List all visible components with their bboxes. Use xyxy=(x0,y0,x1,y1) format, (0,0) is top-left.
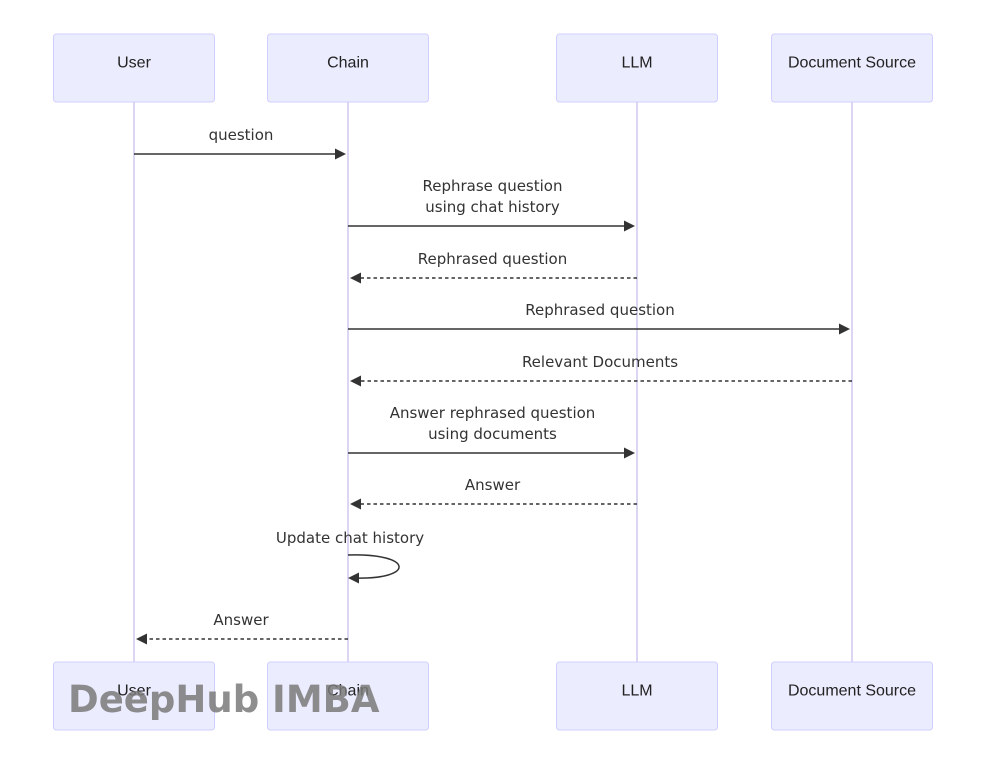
actor-box xyxy=(267,33,429,103)
actor-user-bottom: User xyxy=(53,661,215,731)
message-label: Answer xyxy=(465,476,521,494)
arrowhead-icon xyxy=(839,323,850,335)
message-label: using documents xyxy=(428,425,557,443)
message-1: question xyxy=(134,126,346,160)
actor-chain-bottom: Chain xyxy=(267,661,429,731)
lifelines xyxy=(133,102,853,662)
message-5: Relevant Documents xyxy=(350,353,852,387)
actor-label: Chain xyxy=(327,55,369,72)
actor-label: Document Source xyxy=(788,55,916,72)
message-6: Answer rephrased question using documents xyxy=(348,404,635,459)
actor-box xyxy=(771,33,933,103)
arrowhead-icon xyxy=(136,633,147,645)
message-8: Update chat history xyxy=(276,529,424,584)
actor-llm-bottom: LLM xyxy=(556,661,718,731)
watermark-text: DeepHub IMBA xyxy=(68,678,380,721)
message-label: Rephrased question xyxy=(418,250,568,268)
actor-llm-top: LLM xyxy=(556,33,718,103)
message-label: question xyxy=(209,126,274,144)
actor-label: LLM xyxy=(621,55,652,72)
actor-label: User xyxy=(117,55,151,72)
actor-chain-top: Chain xyxy=(267,33,429,103)
arrowhead-icon xyxy=(348,572,359,584)
message-7: Answer xyxy=(350,476,637,510)
arrowhead-icon xyxy=(350,498,361,510)
actor-label: Chain xyxy=(327,683,369,700)
message-label: using chat history xyxy=(425,198,560,216)
actor-box xyxy=(267,661,429,731)
actor-box xyxy=(556,661,718,731)
actor-user-top: User xyxy=(53,33,215,103)
actors-bottom: User Chain LLM Document Source xyxy=(53,661,933,731)
actor-box xyxy=(556,33,718,103)
message-label: Answer rephrased question xyxy=(390,404,596,422)
arrowhead-icon xyxy=(350,272,361,284)
message-label: Rephrase question xyxy=(423,177,563,195)
message-label: Rephrased question xyxy=(525,301,675,319)
actor-docs-top: Document Source xyxy=(771,33,933,103)
arrowhead-icon xyxy=(335,148,346,160)
message-4: Rephrased question xyxy=(348,301,850,335)
actor-label: LLM xyxy=(621,683,652,700)
actor-label: User xyxy=(117,683,151,700)
actor-box xyxy=(53,33,215,103)
arrowhead-icon xyxy=(624,447,635,459)
message-3: Rephrased question xyxy=(350,250,637,284)
message-label: Answer xyxy=(213,611,269,629)
message-9: Answer xyxy=(136,611,348,645)
actors-top: User Chain LLM Document Source xyxy=(53,33,933,103)
arrowhead-icon xyxy=(624,220,635,232)
message-2: Rephrase question using chat history xyxy=(348,177,635,232)
actor-box xyxy=(53,661,215,731)
message-label: Update chat history xyxy=(276,529,424,547)
message-line xyxy=(347,554,400,579)
actor-docs-bottom: Document Source xyxy=(771,661,933,731)
actor-label: Document Source xyxy=(788,683,916,700)
actor-box xyxy=(771,661,933,731)
message-label: Relevant Documents xyxy=(522,353,678,371)
arrowhead-icon xyxy=(350,375,361,387)
